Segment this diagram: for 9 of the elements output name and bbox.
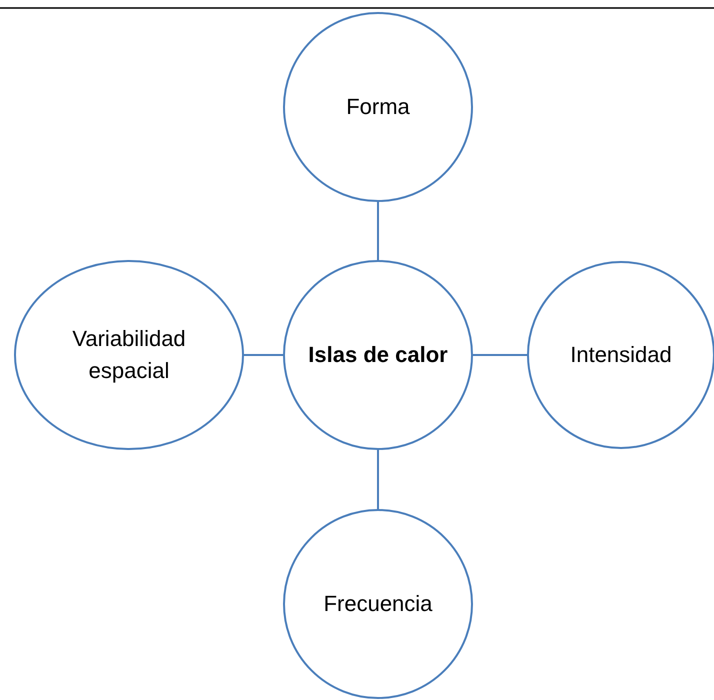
connector-line bbox=[244, 354, 283, 356]
connector-line bbox=[377, 450, 379, 509]
connector-line bbox=[473, 354, 527, 356]
node-label: Frecuencia bbox=[322, 590, 434, 618]
node-label: Variabilidad espacial bbox=[71, 325, 187, 385]
node-label: Intensidad bbox=[569, 341, 673, 369]
node-label: Forma bbox=[345, 93, 411, 121]
connector-line bbox=[377, 202, 379, 260]
node-label: Islas de calor bbox=[307, 341, 449, 369]
